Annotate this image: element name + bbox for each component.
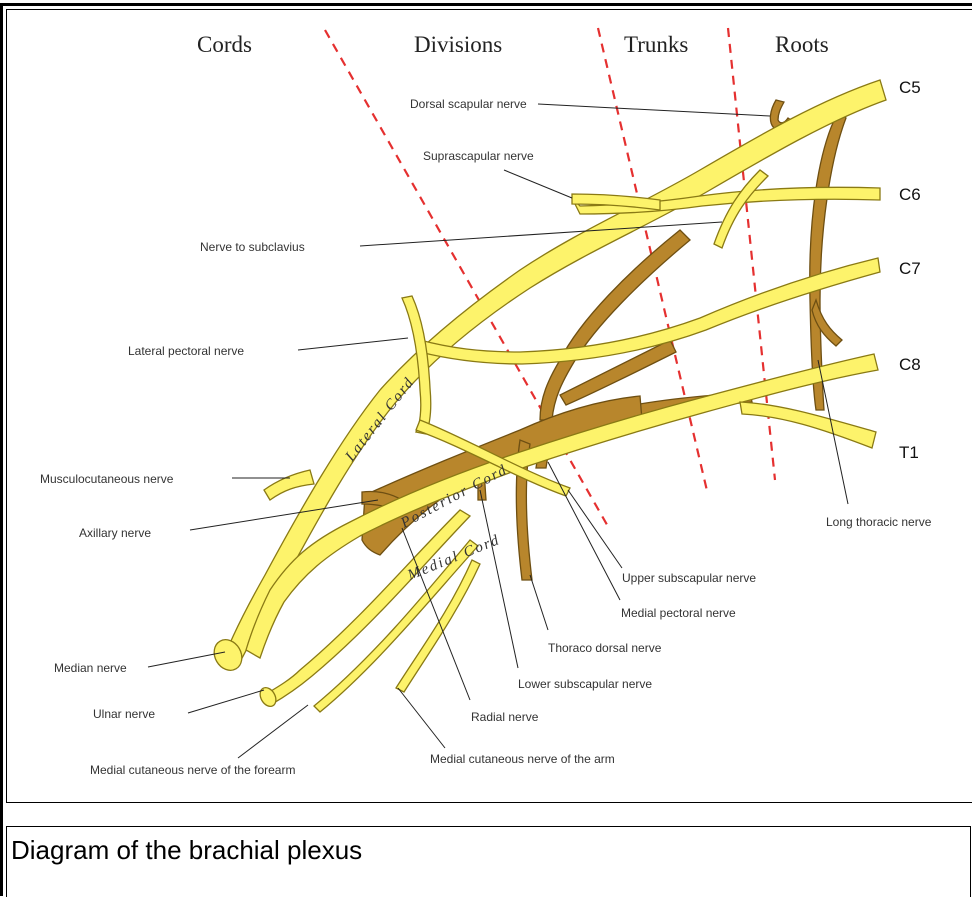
label-med-cut-arm: Medial cutaneous nerve of the arm xyxy=(430,752,615,766)
caption-cell: Diagram of the brachial plexus xyxy=(6,826,971,897)
header-roots: Roots xyxy=(775,32,829,57)
lateral-cord-label: Lateral Cord xyxy=(342,374,418,465)
label-dorsal-scapular: Dorsal scapular nerve xyxy=(410,97,527,111)
header-divisions: Divisions xyxy=(414,32,502,57)
root-c5: C5 xyxy=(899,78,921,97)
label-long-thoracic: Long thoracic nerve xyxy=(826,515,932,529)
label-med-cut-forearm: Medial cutaneous nerve of the forearm xyxy=(90,763,295,777)
brachial-plexus-diagram: Cords Divisions Trunks Roots C5 C6 C7 C8… xyxy=(0,0,972,810)
label-subclavius: Nerve to subclavius xyxy=(200,240,305,254)
label-lateral-pectoral: Lateral pectoral nerve xyxy=(128,344,244,358)
label-lower-subscapular: Lower subscapular nerve xyxy=(518,677,652,691)
label-thoracodorsal: Thoraco dorsal nerve xyxy=(548,641,662,655)
label-median: Median nerve xyxy=(54,661,127,675)
t1-root xyxy=(740,402,876,448)
label-medial-pectoral: Medial pectoral nerve xyxy=(621,606,736,620)
label-radial: Radial nerve xyxy=(471,710,539,724)
label-axillary: Axillary nerve xyxy=(79,526,151,540)
diagram-caption: Diagram of the brachial plexus xyxy=(11,835,362,866)
header-trunks: Trunks xyxy=(624,32,688,57)
label-ulnar: Ulnar nerve xyxy=(93,707,155,721)
header-cords: Cords xyxy=(197,32,252,57)
root-c6: C6 xyxy=(899,185,921,204)
root-c7: C7 xyxy=(899,259,921,278)
label-musculocutaneous: Musculocutaneous nerve xyxy=(40,472,174,486)
musculocutaneous-shape xyxy=(264,470,314,500)
root-c8: C8 xyxy=(899,355,921,374)
root-t1: T1 xyxy=(899,443,919,462)
label-suprascapular: Suprascapular nerve xyxy=(423,149,534,163)
label-upper-subscapular: Upper subscapular nerve xyxy=(622,571,756,585)
